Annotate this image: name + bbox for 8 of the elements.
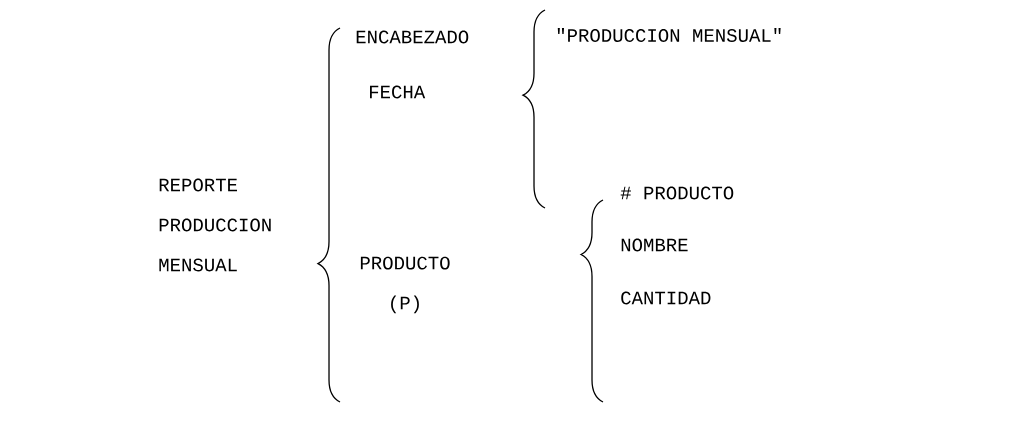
entry-text: # PRODUCTO <box>620 186 734 200</box>
entry-text: PRODUCTO (P) <box>360 256 450 314</box>
entry-text: REPORTE PRODUCCION MENSUAL <box>159 178 271 272</box>
entry-text: "PRODUCCION MENSUAL" <box>557 28 781 42</box>
entry-text: ENCABEZADO <box>356 30 469 44</box>
entry-text: FECHA <box>370 85 426 99</box>
entry-text: NOMBRE <box>621 238 688 252</box>
entry-text: CANTIDAD <box>621 291 711 305</box>
